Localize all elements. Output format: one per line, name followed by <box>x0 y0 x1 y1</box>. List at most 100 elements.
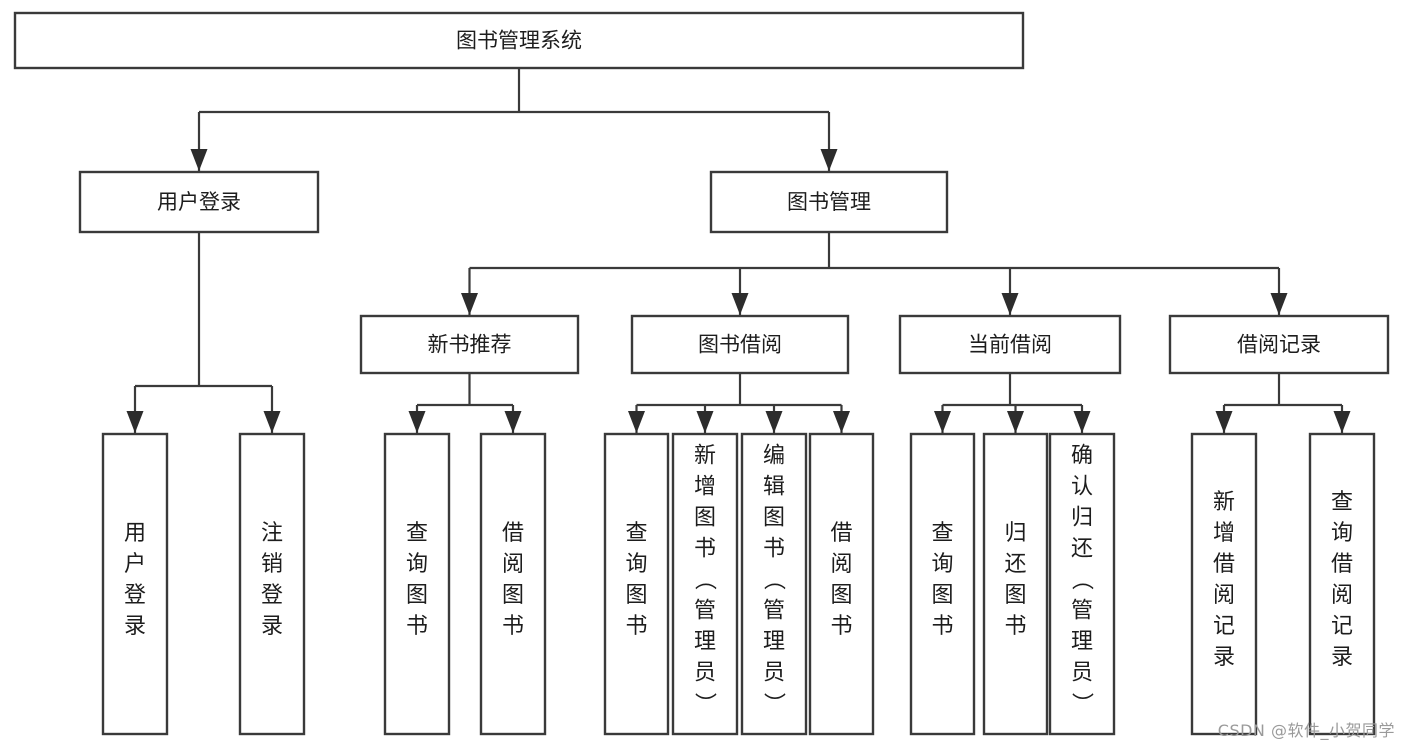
node-box-leaf-query-borrow-record[interactable] <box>1308 432 1376 736</box>
node-user-login[interactable]: 用户登录 <box>78 170 320 234</box>
svg-text:管: 管 <box>763 599 785 624</box>
svg-text:归: 归 <box>1004 521 1026 546</box>
arrow-head-icon <box>1001 293 1019 315</box>
svg-text:阅: 阅 <box>502 552 524 577</box>
arrow-head-icon <box>408 411 426 433</box>
svg-text:书: 书 <box>1004 614 1026 639</box>
svg-text:员: 员 <box>763 661 785 686</box>
svg-text:借: 借 <box>1331 552 1353 577</box>
svg-text:户: 户 <box>124 552 146 577</box>
svg-text:图: 图 <box>1004 583 1026 608</box>
svg-text:）: ） <box>1069 692 1094 714</box>
node-box-new-book-recommend[interactable] <box>359 314 580 375</box>
svg-text:记: 记 <box>1331 614 1353 639</box>
arrow-head-icon <box>765 411 783 433</box>
node-box-leaf-borrow-book[interactable] <box>808 432 875 736</box>
node-box-leaf-return-book[interactable] <box>982 432 1049 736</box>
node-label-new-book-recommend: 新书推荐 <box>428 333 512 357</box>
svg-text:还: 还 <box>1004 552 1026 577</box>
svg-text:认: 认 <box>1071 475 1093 500</box>
arrow-head-icon <box>628 411 645 433</box>
node-box-leaf-query-book-recommend[interactable] <box>383 432 451 736</box>
svg-text:员: 员 <box>1071 661 1093 686</box>
node-box-user-login[interactable] <box>78 170 320 234</box>
node-box-current-borrow[interactable] <box>898 314 1122 375</box>
svg-text:借: 借 <box>1213 552 1235 577</box>
arrow-head-icon <box>731 293 749 315</box>
node-box-leaf-edit-book[interactable] <box>740 432 808 736</box>
node-box-borrow-record[interactable] <box>1168 314 1390 375</box>
svg-text:图: 图 <box>625 583 647 608</box>
svg-text:查: 查 <box>1331 490 1353 515</box>
svg-text:录: 录 <box>1331 645 1353 670</box>
svg-text:（: （ <box>692 568 717 590</box>
svg-text:辑: 辑 <box>763 475 785 500</box>
node-label-book-borrow: 图书借阅 <box>698 333 782 357</box>
svg-text:询: 询 <box>625 552 647 577</box>
svg-text:询: 询 <box>931 552 953 577</box>
svg-text:图: 图 <box>830 583 852 608</box>
node-box-leaf-borrow-book-recommend[interactable] <box>479 432 547 736</box>
node-label-user-login: 用户登录 <box>157 190 241 214</box>
node-box-leaf-query-book-borrow[interactable] <box>603 432 670 736</box>
node-box-leaf-query-book-current[interactable] <box>909 432 976 736</box>
node-book-borrow[interactable]: 图书借阅 <box>630 314 850 375</box>
node-root[interactable]: 图书管理系统 <box>13 11 1025 70</box>
arrow-head-icon <box>820 149 838 171</box>
node-book-manage[interactable]: 图书管理 <box>709 170 949 234</box>
svg-text:书: 书 <box>406 614 428 639</box>
node-current-borrow[interactable]: 当前借阅 <box>898 314 1122 375</box>
node-borrow-record[interactable]: 借阅记录 <box>1168 314 1390 375</box>
arrow-head-icon <box>461 293 478 315</box>
node-box-book-manage[interactable] <box>709 170 949 234</box>
connector-layer <box>126 68 1351 433</box>
node-box-root[interactable] <box>13 11 1025 70</box>
svg-text:）: ） <box>692 692 717 714</box>
svg-text:图: 图 <box>694 506 716 531</box>
node-box-leaf-add-borrow-record[interactable] <box>1190 432 1258 736</box>
node-box-leaf-add-book[interactable] <box>671 432 739 736</box>
node-box-leaf-user-login[interactable] <box>101 432 169 736</box>
arrow-head-icon <box>1215 411 1233 433</box>
svg-text:询: 询 <box>1331 521 1353 546</box>
svg-text:书: 书 <box>931 614 953 639</box>
svg-text:销: 销 <box>261 552 283 577</box>
svg-text:理: 理 <box>1071 630 1093 655</box>
svg-text:借: 借 <box>830 521 852 546</box>
svg-text:书: 书 <box>830 614 852 639</box>
node-box-leaf-logout[interactable] <box>238 432 306 736</box>
node-leaf-user-login[interactable]: 用户登录 <box>101 432 169 736</box>
node-new-book-recommend[interactable]: 新书推荐 <box>359 314 580 375</box>
svg-text:理: 理 <box>694 630 716 655</box>
node-box-book-borrow[interactable] <box>630 314 850 375</box>
node-layer: 图书管理系统用户登录图书管理新书推荐图书借阅当前借阅借阅记录用户登录注销登录查询… <box>13 11 1390 736</box>
node-box-leaf-confirm-return[interactable] <box>1048 432 1116 736</box>
svg-text:归: 归 <box>1071 506 1093 531</box>
arrow-head-icon <box>190 149 208 171</box>
arrow-head-icon <box>504 411 522 433</box>
svg-text:图: 图 <box>763 506 785 531</box>
arrow-head-icon <box>833 411 850 433</box>
svg-text:增: 增 <box>694 475 716 500</box>
svg-text:员: 员 <box>694 661 716 686</box>
